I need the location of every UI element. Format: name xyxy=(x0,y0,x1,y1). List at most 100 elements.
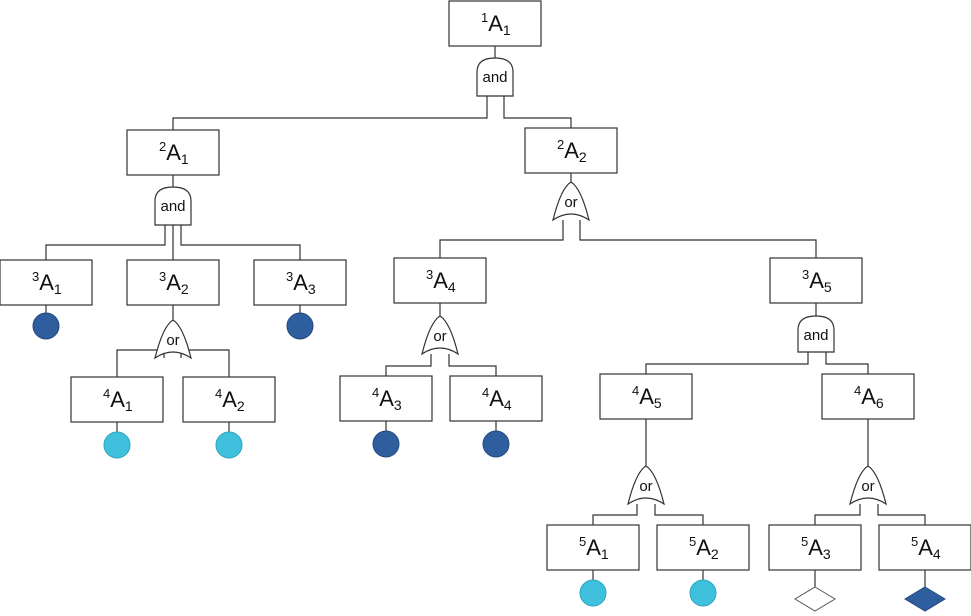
dark-circle-event-4a3 xyxy=(372,421,400,458)
gate-output-line xyxy=(654,504,704,525)
event-level-superscript: 4 xyxy=(215,386,222,401)
gate-label: or xyxy=(433,328,446,345)
dark-circle-event-3a1 xyxy=(32,305,60,340)
event-base-letter: A xyxy=(166,270,181,295)
event-index-subscript: 1 xyxy=(125,398,133,414)
gate-output-line xyxy=(645,352,809,374)
event-level-superscript: 2 xyxy=(159,139,166,154)
event-label: 5A1 xyxy=(579,534,609,562)
gate-output-line xyxy=(385,354,432,376)
event-base-letter: A xyxy=(586,535,601,560)
event-box xyxy=(546,524,640,571)
event-label: 4A3 xyxy=(372,385,402,413)
gate-label: and xyxy=(482,69,507,86)
event-level-superscript: 5 xyxy=(689,534,696,549)
event-box xyxy=(448,0,542,47)
event-level-superscript: 3 xyxy=(286,269,293,284)
event-node-5a3: 5A3 xyxy=(768,524,862,571)
event-label: 3A3 xyxy=(286,269,316,297)
empty-diamond-event-5a3 xyxy=(794,570,836,612)
event-index-subscript: 1 xyxy=(503,22,511,38)
event-level-superscript: 4 xyxy=(632,383,639,398)
event-index-subscript: 1 xyxy=(54,281,62,297)
event-node-4a5: 4A5 xyxy=(599,373,693,420)
event-index-subscript: 3 xyxy=(308,281,316,297)
event-index-subscript: 2 xyxy=(711,546,719,562)
event-label: 3A5 xyxy=(802,267,832,295)
gate-output-line xyxy=(180,225,301,260)
event-base-letter: A xyxy=(809,268,824,293)
event-label: 5A4 xyxy=(911,534,941,562)
light-basic-event-circle-icon xyxy=(579,579,607,607)
event-base-letter: A xyxy=(918,535,933,560)
empty-diamond-icon xyxy=(794,586,836,612)
event-base-letter: A xyxy=(861,384,876,409)
event-node-5a4: 5A4 xyxy=(878,524,971,571)
event-level-superscript: 4 xyxy=(103,386,110,401)
dark-circle-event-3a3 xyxy=(286,305,314,340)
event-node-5a1: 5A1 xyxy=(546,524,640,571)
event-label: 2A1 xyxy=(159,139,189,167)
or-gate-symbol xyxy=(154,319,192,360)
gate-output-line xyxy=(503,96,572,128)
or-gate-symbol xyxy=(627,465,665,506)
event-base-letter: A xyxy=(488,11,503,36)
event-node-4a2: 4A2 xyxy=(182,376,276,423)
event-level-superscript: 5 xyxy=(579,534,586,549)
event-label: 3A1 xyxy=(32,269,62,297)
event-box xyxy=(449,375,543,422)
event-box xyxy=(126,259,220,306)
event-base-letter: A xyxy=(564,138,579,163)
event-level-superscript: 3 xyxy=(159,269,166,284)
event-label: 5A3 xyxy=(801,534,831,562)
event-level-superscript: 5 xyxy=(801,534,808,549)
nodes-layer: 1A12A12A23A13A23A33A43A54A14A24A34A44A54… xyxy=(0,0,971,571)
event-box xyxy=(393,257,487,304)
event-box xyxy=(0,259,93,306)
light-basic-event-circle-icon xyxy=(689,579,717,607)
event-node-4a3: 4A3 xyxy=(339,375,433,422)
event-index-subscript: 5 xyxy=(654,395,662,411)
gate-output-line xyxy=(439,220,564,258)
event-index-subscript: 2 xyxy=(181,281,189,297)
gate-label: or xyxy=(564,194,577,211)
or-gate-3a2: or xyxy=(154,319,192,360)
event-node-3a1: 3A1 xyxy=(0,259,93,306)
event-node-4a4: 4A4 xyxy=(449,375,543,422)
gate-output-line xyxy=(180,349,230,377)
light-circle-event-4a2 xyxy=(215,422,243,459)
event-level-superscript: 5 xyxy=(911,534,918,549)
filled-diamond-event-5a4 xyxy=(904,570,946,612)
event-level-superscript: 1 xyxy=(481,10,488,25)
dark-circle-event-4a4 xyxy=(482,421,510,458)
event-index-subscript: 3 xyxy=(394,397,402,413)
light-circle-event-4a1 xyxy=(103,422,131,459)
event-box xyxy=(126,129,220,176)
event-node-4a6: 4A6 xyxy=(821,373,915,420)
event-box xyxy=(769,257,863,304)
event-box xyxy=(70,376,164,423)
light-circle-event-5a1 xyxy=(579,570,607,607)
event-level-superscript: 4 xyxy=(482,385,489,400)
event-label: 4A2 xyxy=(215,386,245,414)
or-gate-4a5: or xyxy=(627,465,665,506)
gate-label: or xyxy=(166,332,179,349)
event-level-superscript: 4 xyxy=(854,383,861,398)
event-level-superscript: 3 xyxy=(802,267,809,282)
event-index-subscript: 3 xyxy=(823,546,831,562)
event-index-subscript: 4 xyxy=(933,546,941,562)
gate-output-line xyxy=(448,354,497,376)
gate-output-line xyxy=(579,220,817,258)
gate-output-line xyxy=(592,504,638,525)
event-base-letter: A xyxy=(293,270,308,295)
event-node-1a1: 1A1 xyxy=(448,0,542,47)
event-base-letter: A xyxy=(639,384,654,409)
event-box xyxy=(339,375,433,422)
event-index-subscript: 1 xyxy=(601,546,609,562)
event-index-subscript: 6 xyxy=(876,395,884,411)
event-base-letter: A xyxy=(808,535,823,560)
event-level-superscript: 2 xyxy=(557,137,564,152)
filled-diamond-icon xyxy=(904,586,946,612)
dark-basic-event-circle-icon xyxy=(372,430,400,458)
